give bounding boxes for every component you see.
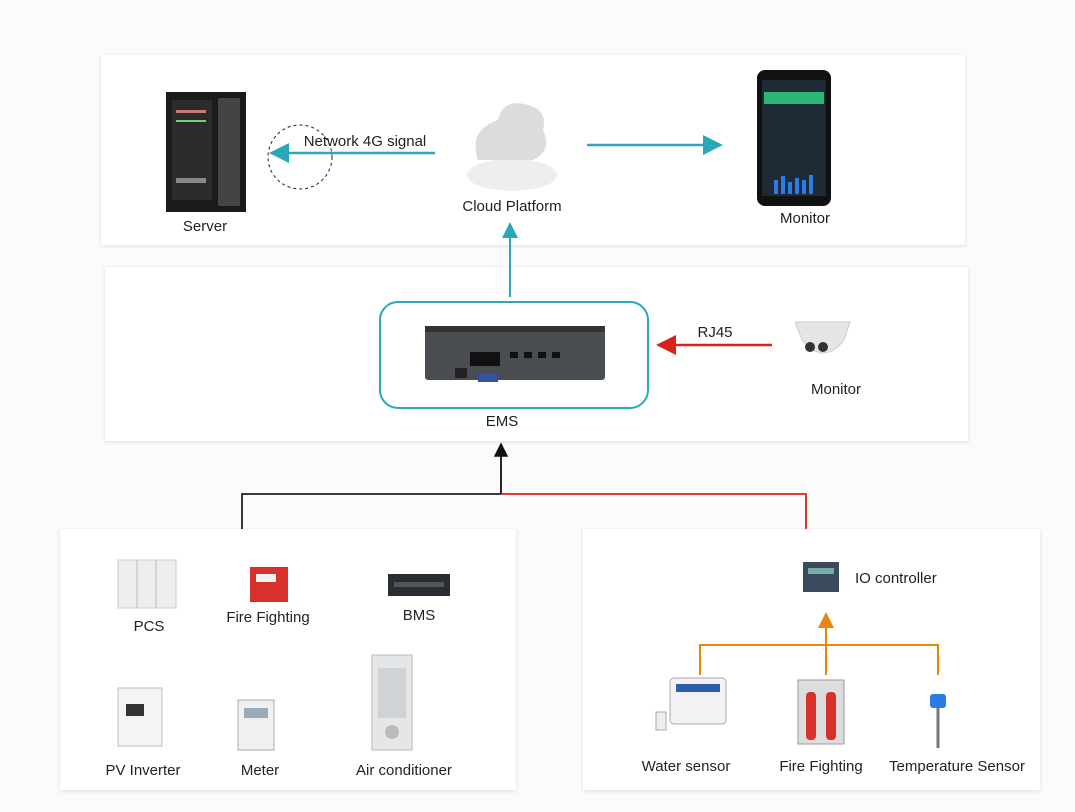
rj45-label: RJ45 (697, 324, 732, 341)
ems-box-icon (425, 326, 605, 382)
sensor-label-fire-fighting: Fire Fighting (779, 758, 862, 775)
camera-monitor-label: Monitor (811, 381, 861, 398)
server-label: Server (183, 218, 227, 235)
sensor-label-temperature: Temperature Sensor (889, 758, 1025, 775)
air-conditioner-icon (371, 654, 413, 751)
ems-label: EMS (486, 413, 519, 430)
red-line-io (501, 493, 807, 529)
server-icon (166, 92, 246, 212)
device-label-air-conditioner: Air conditioner (356, 762, 452, 779)
device-label-fire-fighting: Fire Fighting (226, 609, 309, 626)
ems-frame (379, 301, 649, 409)
device-label-bms: BMS (403, 607, 436, 624)
black-line-devices (241, 493, 501, 529)
phone-monitor-label: Monitor (780, 210, 830, 227)
network-label: Network 4G signal (304, 133, 427, 150)
cloud-platform-label: Cloud Platform (462, 198, 561, 215)
sensor-label-water: Water sensor (642, 758, 731, 775)
fire-fighting-panel-icon (250, 567, 288, 602)
io-controller-label: IO controller (855, 570, 937, 587)
water-sensor-icon (655, 677, 727, 731)
cloud-icon (467, 103, 557, 191)
orange-bus (699, 644, 939, 675)
connectors (241, 124, 939, 675)
bms-icon (388, 574, 450, 596)
pv-inverter-icon (117, 687, 163, 747)
device-label-meter: Meter (241, 762, 279, 779)
dome-camera-icon (794, 321, 851, 354)
pcs-icon (117, 559, 177, 609)
device-label-pcs: PCS (134, 618, 165, 635)
signal-dashed-circle (267, 124, 333, 190)
device-label-pv-inverter: PV Inverter (105, 762, 180, 779)
fire-extinguisher-cabinet-icon (797, 679, 845, 745)
temperature-sensor-icon (930, 694, 946, 748)
meter-icon (237, 699, 275, 751)
smartphone-icon (757, 70, 831, 206)
io-controller-icon (803, 562, 839, 592)
